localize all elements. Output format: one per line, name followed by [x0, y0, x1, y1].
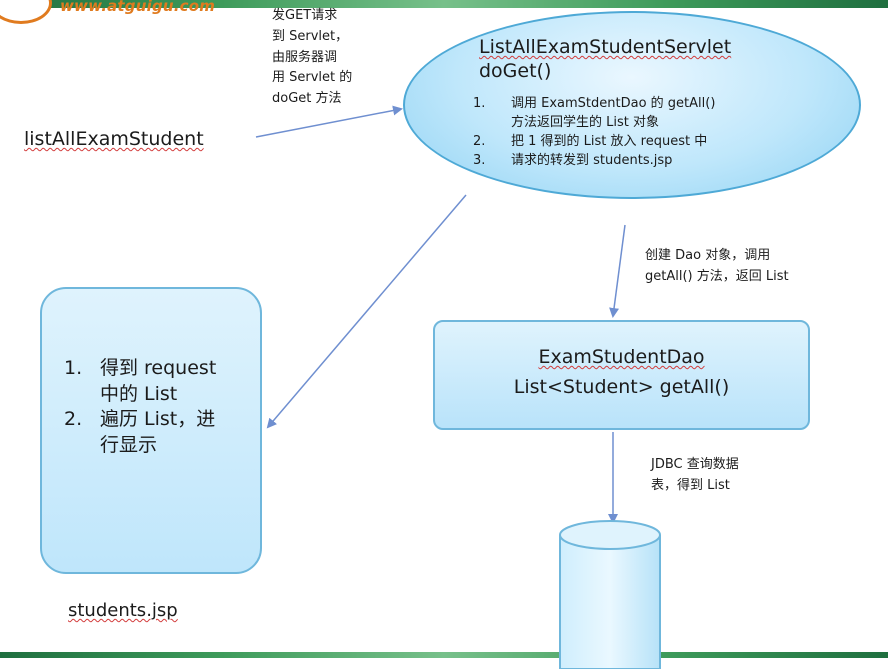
request-note-line: 到 Servlet，	[272, 28, 349, 44]
top-frame-bar	[0, 0, 888, 8]
step-number: 2.	[473, 133, 486, 149]
servlet-title-line: doGet()	[479, 59, 552, 82]
logo-text: www.atguigu.com	[60, 0, 216, 15]
arrow-servlet-to-jsp	[266, 194, 467, 429]
step-text: 调用 ExamStdentDao 的 getAll() 方法返回学生的 List…	[511, 95, 813, 133]
servlet-step: 1. 调用 ExamStdentDao 的 getAll() 方法返回学生的 L…	[473, 95, 813, 133]
dao-note: 创建 Dao 对象，调用 getAll() 方法，返回 List	[645, 246, 789, 288]
servlet-title-line: ListAllExamStudentServlet	[479, 36, 732, 58]
jsp-box	[40, 287, 262, 574]
request-name: listAllExamStudent	[24, 128, 204, 150]
step-text-line: 遍历 List，进	[100, 408, 216, 431]
request-note-line: 用 Servlet 的	[272, 70, 353, 86]
request-note: 发GET请求 到 Servlet， 由服务器调 用 Servlet 的 doGe…	[272, 6, 352, 110]
jsp-steps: 1. 得到 request 中的 List 2. 遍历 List，进 行显示	[64, 356, 254, 459]
step-number: 2.	[64, 408, 83, 431]
step-number: 3.	[473, 152, 486, 168]
arrow-servlet-to-dao	[609, 224, 626, 318]
dao-note-line: 创建 Dao 对象，调用	[645, 248, 771, 263]
step-number: 1.	[64, 357, 83, 379]
step-text: 遍历 List，进 行显示	[100, 407, 254, 458]
step-text-line: 得到 request	[100, 357, 217, 379]
jdbc-note-line: 表，得到 List	[651, 477, 730, 493]
servlet-step: 3. 请求的转发到 students.jsp	[473, 152, 813, 171]
jsp-label: students.jsp	[68, 600, 178, 621]
jdbc-note-line: JDBC 查询数据	[651, 457, 739, 472]
request-note-line: 发GET请求	[272, 8, 338, 23]
step-text: 请求的转发到 students.jsp	[511, 152, 673, 168]
step-text: 得到 request 中的 List	[100, 356, 254, 407]
servlet-step: 2. 把 1 得到的 List 放入 request 中	[473, 133, 813, 152]
step-text-line: 行显示	[100, 433, 158, 456]
jsp-step: 2. 遍历 List，进 行显示	[64, 407, 254, 458]
servlet-title: ListAllExamStudentServlet doGet()	[479, 36, 731, 84]
step-text: 把 1 得到的 List 放入 request 中	[511, 133, 708, 149]
jsp-step: 1. 得到 request 中的 List	[64, 356, 254, 407]
jdbc-note: JDBC 查询数据 表，得到 List	[651, 455, 739, 497]
arrow-request-to-servlet	[255, 105, 403, 138]
step-number: 1.	[473, 96, 486, 111]
dao-title: ExamStudentDao	[538, 346, 705, 368]
bottom-frame-bar	[0, 652, 888, 658]
servlet-steps: 1. 调用 ExamStdentDao 的 getAll() 方法返回学生的 L…	[473, 95, 813, 170]
request-note-line: doGet 方法	[272, 91, 342, 107]
request-note-line: 由服务器调	[272, 49, 338, 65]
database-icon	[559, 520, 661, 669]
dao-method: List<Student> getAll()	[513, 376, 730, 398]
step-text-line: 中的 List	[100, 382, 178, 405]
servlet-ellipse	[403, 11, 861, 199]
step-text-line: 方法返回学生的 List 对象	[511, 114, 659, 130]
step-text-line: 调用 ExamStdentDao 的 getAll()	[511, 96, 716, 111]
dao-box	[433, 320, 810, 430]
dao-note-line: getAll() 方法，返回 List	[645, 268, 789, 284]
